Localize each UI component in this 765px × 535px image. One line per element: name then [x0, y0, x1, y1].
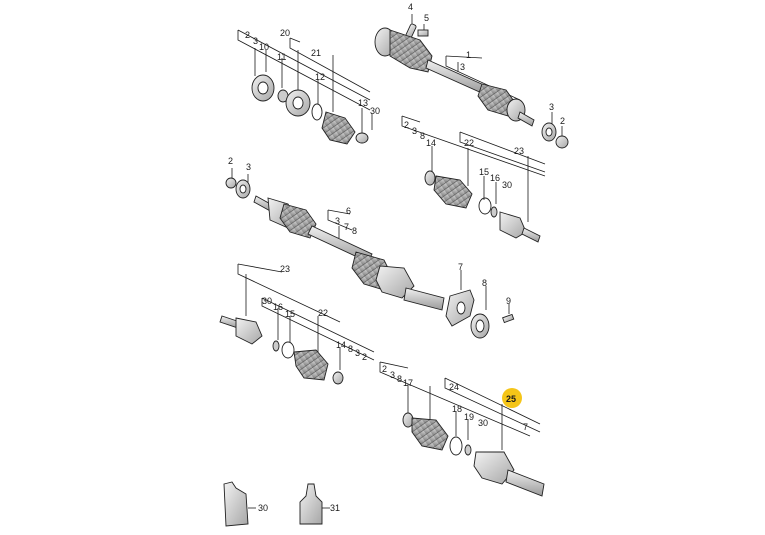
callout-label: 19: [464, 412, 474, 422]
callout-label: 3: [355, 348, 360, 358]
callout-label: 7: [458, 262, 463, 272]
boot-clamp-small: [332, 371, 344, 385]
callout-label: 30: [502, 180, 512, 190]
callout-label: 3: [246, 162, 251, 172]
o-ring: [272, 340, 280, 352]
clamp-ring: [478, 197, 492, 215]
boot: [433, 175, 473, 209]
axle-shaft: [425, 59, 487, 95]
callout-label: 2: [245, 30, 250, 40]
callout-label: 15: [479, 167, 489, 177]
o-ring: [490, 206, 498, 218]
callout-label: 7: [344, 222, 349, 232]
callout-label: 2: [382, 364, 387, 374]
stub-shaft: [521, 227, 541, 243]
group-top-left-joint-set: 20 21 2 3 10 11 12 13 30: [237, 28, 380, 145]
boot-clamp-small: [424, 170, 436, 186]
grease-bottle-icon: [299, 483, 323, 525]
highlighted-callout-25[interactable]: 25: [502, 388, 522, 408]
group-bearing-bracket: 7 8 9: [445, 262, 515, 339]
boot: [293, 349, 329, 381]
clamp-ring: [449, 436, 463, 456]
callout-label: 12: [315, 72, 325, 82]
callout-label: 17: [403, 378, 413, 388]
callout-label: 8: [348, 344, 353, 354]
callout-label: 13: [358, 98, 368, 108]
callout-label: 2: [560, 116, 565, 126]
boot-clamp-small: [402, 412, 414, 428]
callout-label: 15: [285, 309, 295, 319]
callout-label: 3: [549, 102, 554, 112]
inner-cv-joint: [375, 265, 415, 299]
boot: [411, 417, 449, 451]
outer-cv-joint: [499, 211, 527, 239]
callout-label: 6: [346, 206, 351, 216]
highlight-marker: [502, 388, 522, 408]
callout-label: 18: [452, 404, 462, 414]
callout-label: 11: [277, 52, 286, 62]
callout-label: 16: [273, 302, 283, 312]
callout-label: 23: [514, 146, 524, 156]
clamp-ring: [281, 341, 295, 359]
group-middle-complete-shaft: 2 3 6 3 7 8: [225, 156, 445, 311]
inner-boot: [389, 29, 433, 73]
stub-shaft: [505, 469, 545, 497]
callout-label: 3: [412, 126, 417, 136]
callout-label: 3: [335, 216, 340, 226]
callout-label: 30: [262, 296, 272, 306]
group-grease-products: 30 31: [223, 481, 340, 527]
callout-label: 30: [258, 503, 268, 513]
callout-label: 3: [390, 370, 395, 380]
outer-cv-joint: [235, 317, 263, 345]
callout-label: 8: [482, 278, 487, 288]
inner-stub-shaft: [403, 287, 445, 311]
collar-nut: [555, 135, 569, 149]
callout-label: 25: [506, 394, 516, 404]
callout-label: 16: [490, 173, 500, 183]
boot-clamp: [355, 132, 369, 144]
group-middle-right-joint-set: 2 3 8 14 22 23 15 16 30: [401, 115, 546, 243]
callout-label: 20: [280, 28, 290, 38]
o-ring: [464, 444, 472, 456]
outer-cv-joint: [473, 451, 515, 485]
callout-label: 22: [318, 308, 328, 318]
callout-label: 10: [259, 42, 269, 52]
callout-label: 30: [478, 418, 488, 428]
callout-label: 9: [506, 296, 511, 306]
clamp-ring: [311, 103, 323, 121]
hex-bolt: [417, 29, 429, 37]
callout-label: 8: [352, 226, 357, 236]
callout-label: 8: [420, 131, 425, 141]
callout-label: 22: [464, 138, 474, 148]
callout-label: 2: [404, 120, 409, 130]
callout-label: 3: [460, 62, 465, 72]
boot: [321, 111, 356, 145]
callout-label: 3: [253, 36, 258, 46]
callout-label: 4: [408, 2, 413, 12]
stub-shaft: [517, 111, 535, 127]
callout-label: 30: [370, 106, 380, 116]
grease-tube-icon: [223, 481, 249, 527]
callout-label: 5: [424, 13, 429, 23]
group-lower-left-joint-set: 23 30 16 15 22 14 8 3 2: [219, 263, 375, 385]
callout-label: 8: [397, 374, 402, 384]
group-lower-right-joint-set: 2 3 8 17 24 7 18 19 30 25: [379, 361, 545, 497]
callout-label: 24: [449, 382, 459, 392]
callout-label: 2: [228, 156, 233, 166]
callout-label: 14: [426, 138, 436, 148]
collar-nut: [225, 177, 237, 189]
callout-label: 1: [466, 50, 471, 60]
callout-label: 14: [336, 340, 346, 350]
callout-label: 31: [330, 503, 340, 513]
callout-label: 2: [362, 352, 367, 362]
outer-boot: [279, 203, 317, 239]
callout-label: 7: [523, 422, 528, 432]
bracket-bolt: [502, 313, 515, 324]
callout-label: 23: [280, 264, 290, 274]
callout-label: 21: [311, 48, 321, 58]
group-top-right-complete-shaft: 4 5 1 3 3 2: [374, 2, 569, 149]
